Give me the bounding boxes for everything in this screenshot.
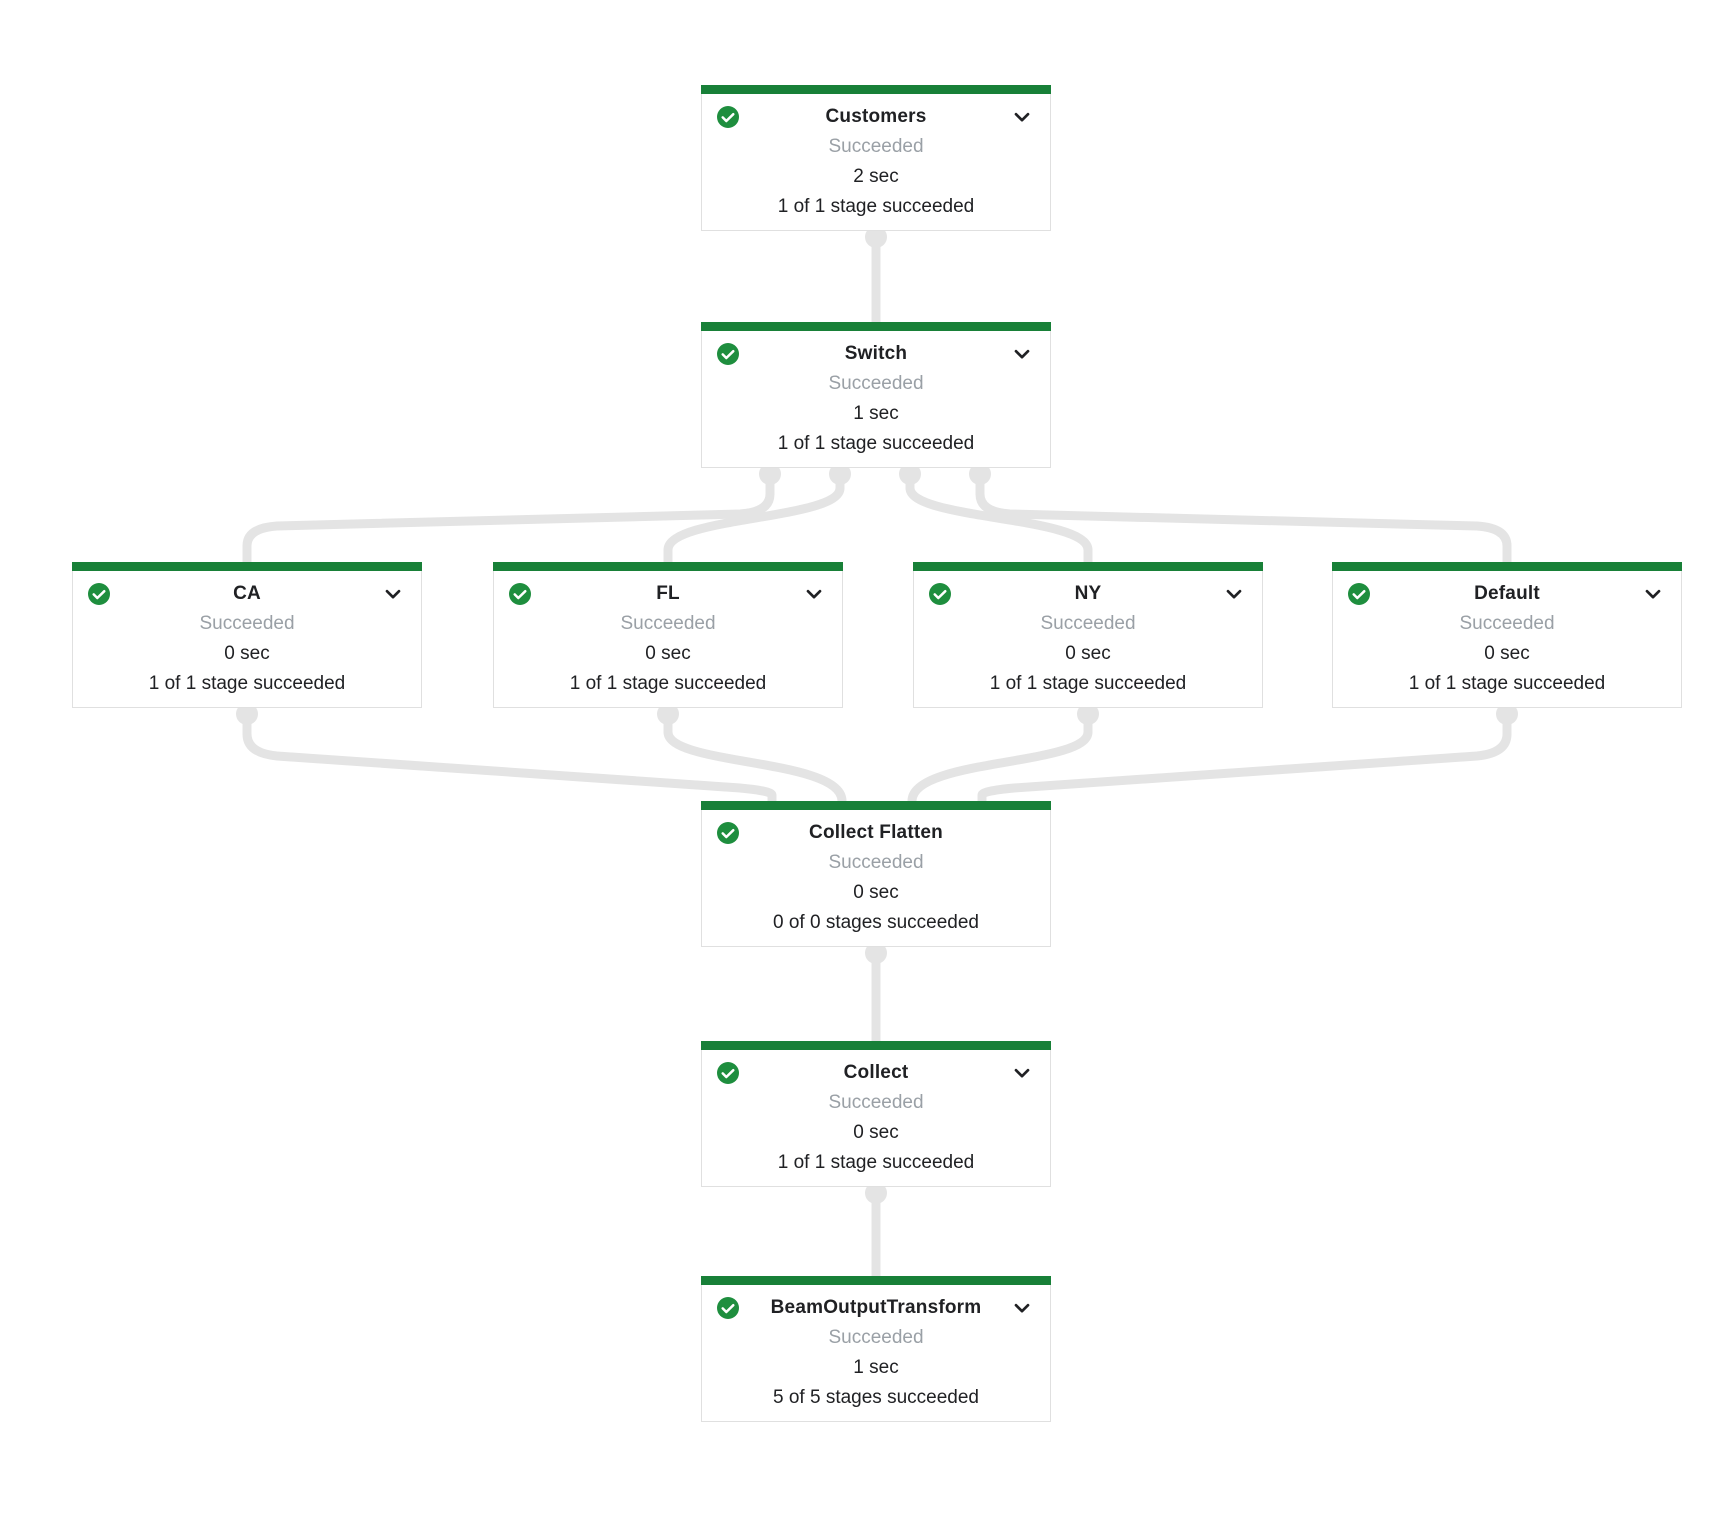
check-circle-icon — [716, 105, 740, 129]
step-node-fl[interactable]: FL Succeeded 0 sec 1 of 1 stage succeede… — [493, 562, 843, 708]
step-duration: 0 sec — [224, 643, 270, 664]
status-bar — [1332, 562, 1682, 571]
edge-ca-collect-flatten — [242, 708, 777, 801]
step-duration: 0 sec — [1484, 643, 1530, 664]
edge-stub — [865, 1182, 887, 1204]
step-title: Switch — [844, 343, 908, 364]
check-circle-icon — [716, 821, 740, 845]
check-circle-icon — [928, 582, 952, 606]
step-node-ny[interactable]: NY Succeeded 0 sec 1 of 1 stage succeede… — [913, 562, 1263, 708]
edge-ny-collect-flatten — [907, 708, 1093, 803]
step-title: Customers — [825, 106, 927, 127]
step-title: Default — [1474, 583, 1540, 604]
step-node-collect-flatten[interactable]: Collect Flatten Succeeded 0 sec 0 of 0 s… — [701, 801, 1051, 947]
check-circle-icon — [87, 582, 111, 606]
check-circle-icon — [508, 582, 532, 606]
step-status: Succeeded — [828, 1092, 924, 1113]
status-bar — [701, 1041, 1051, 1050]
step-stages: 0 of 0 stages succeeded — [773, 912, 979, 933]
chevron-down-icon[interactable] — [1010, 1061, 1034, 1085]
edge-stub — [236, 703, 258, 725]
step-status: Succeeded — [828, 373, 924, 394]
step-stages: 1 of 1 stage succeeded — [989, 673, 1187, 694]
step-status: Succeeded — [1040, 613, 1136, 634]
edge-stub — [865, 226, 887, 248]
step-stages: 1 of 1 stage succeeded — [1408, 673, 1606, 694]
step-duration: 1 sec — [853, 1357, 899, 1378]
step-stages: 1 of 1 stage succeeded — [148, 673, 346, 694]
step-status: Succeeded — [828, 852, 924, 873]
step-duration: 0 sec — [1065, 643, 1111, 664]
edge-switch-fl — [663, 468, 845, 562]
edge-fl-collect-flatten — [663, 708, 847, 803]
status-bar — [701, 322, 1051, 331]
chevron-down-icon[interactable] — [802, 582, 826, 606]
edge-stub — [899, 463, 921, 485]
step-node-beam-output-transform[interactable]: BeamOutputTransform Succeeded 1 sec 5 of… — [701, 1276, 1051, 1422]
edge-stub — [829, 463, 851, 485]
edge-stub — [1077, 703, 1099, 725]
check-circle-icon — [1347, 582, 1371, 606]
step-stages: 1 of 1 stage succeeded — [777, 196, 975, 217]
step-status: Succeeded — [828, 1327, 924, 1348]
step-stages: 1 of 1 stage succeeded — [777, 1152, 975, 1173]
edge-stub — [657, 703, 679, 725]
step-title: BeamOutputTransform — [770, 1297, 982, 1318]
edge-switch-default — [975, 468, 1512, 562]
check-circle-icon — [716, 1061, 740, 1085]
edge-switch-ny — [905, 468, 1093, 562]
check-circle-icon — [716, 1296, 740, 1320]
step-node-ca[interactable]: CA Succeeded 0 sec 1 of 1 stage succeede… — [72, 562, 422, 708]
step-title: Collect Flatten — [809, 822, 943, 843]
edge-stub — [1496, 703, 1518, 725]
chevron-down-icon[interactable] — [1010, 105, 1034, 129]
chevron-down-icon[interactable] — [1222, 582, 1246, 606]
step-node-default[interactable]: Default Succeeded 0 sec 1 of 1 stage suc… — [1332, 562, 1682, 708]
status-bar — [913, 562, 1263, 571]
step-duration: 0 sec — [853, 882, 899, 903]
edge-switch-ca — [242, 468, 775, 562]
step-stages: 5 of 5 stages succeeded — [773, 1387, 979, 1408]
status-bar — [701, 801, 1051, 810]
step-duration: 0 sec — [645, 643, 691, 664]
step-stages: 1 of 1 stage succeeded — [569, 673, 767, 694]
step-duration: 2 sec — [853, 166, 899, 187]
step-duration: 0 sec — [853, 1122, 899, 1143]
check-circle-icon — [716, 342, 740, 366]
step-status: Succeeded — [1459, 613, 1555, 634]
step-node-collect[interactable]: Collect Succeeded 0 sec 1 of 1 stage suc… — [701, 1041, 1051, 1187]
chevron-down-icon[interactable] — [1010, 1296, 1034, 1320]
status-bar — [72, 562, 422, 571]
edge-stub — [969, 463, 991, 485]
step-title: Collect — [843, 1062, 909, 1083]
edge-default-collect-flatten — [977, 708, 1512, 801]
edge-stub — [865, 942, 887, 964]
step-title: CA — [233, 583, 261, 604]
step-node-customers[interactable]: Customers Succeeded 2 sec 1 of 1 stage s… — [701, 85, 1051, 231]
step-title: FL — [656, 583, 680, 604]
step-node-switch[interactable]: Switch Succeeded 1 sec 1 of 1 stage succ… — [701, 322, 1051, 468]
status-bar — [701, 85, 1051, 94]
edge-stub — [759, 463, 781, 485]
step-status: Succeeded — [620, 613, 716, 634]
status-bar — [701, 1276, 1051, 1285]
step-status: Succeeded — [199, 613, 295, 634]
step-title: NY — [1074, 583, 1102, 604]
chevron-down-icon[interactable] — [1010, 342, 1034, 366]
chevron-down-icon[interactable] — [381, 582, 405, 606]
chevron-down-icon[interactable] — [1641, 582, 1665, 606]
status-bar — [493, 562, 843, 571]
step-duration: 1 sec — [853, 403, 899, 424]
step-stages: 1 of 1 stage succeeded — [777, 433, 975, 454]
step-status: Succeeded — [828, 136, 924, 157]
